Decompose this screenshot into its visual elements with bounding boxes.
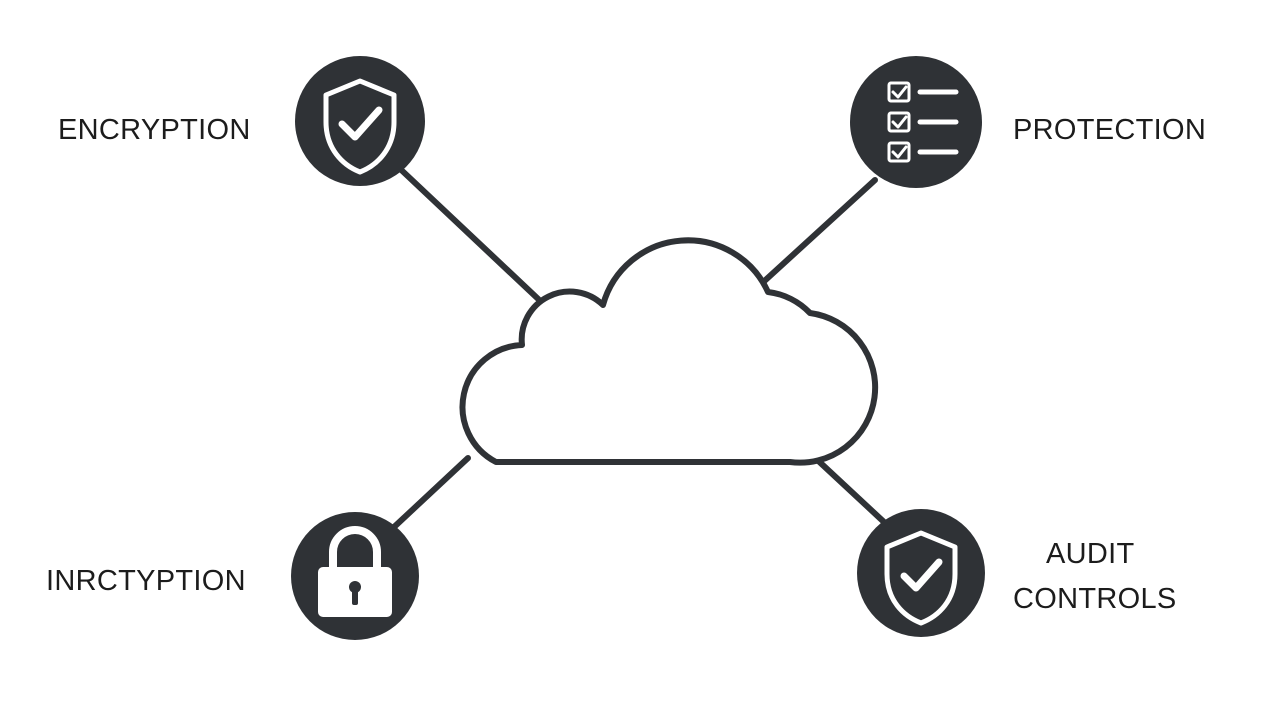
label-audit: AUDIT: [1046, 538, 1135, 570]
connector-bottom-right: [809, 452, 887, 525]
node-circle: [850, 56, 982, 188]
connector-top-right: [757, 177, 878, 288]
connector-top-left: [393, 162, 555, 315]
node-bottom-left: [291, 512, 419, 640]
shield-check-icon: [323, 78, 397, 175]
node-circle: [857, 509, 985, 637]
node-top-right: [850, 56, 982, 188]
node-bottom-right: [857, 509, 985, 637]
connector-bottom-left: [390, 455, 471, 531]
label-controls: CONTROLS: [1013, 583, 1177, 615]
padlock-icon: [318, 526, 392, 617]
shield-check-icon: [884, 530, 958, 626]
label-protection: PROTECTION: [1013, 114, 1206, 146]
label-encryption: ENCRYPTION: [58, 114, 251, 146]
checklist-icon: [887, 81, 959, 163]
label-inrctyption: INRCTYPTION: [46, 565, 246, 597]
connectors: [390, 162, 887, 531]
cloud-icon: [459, 237, 879, 466]
node-circle: [295, 56, 425, 186]
node-top-left: [295, 56, 425, 186]
